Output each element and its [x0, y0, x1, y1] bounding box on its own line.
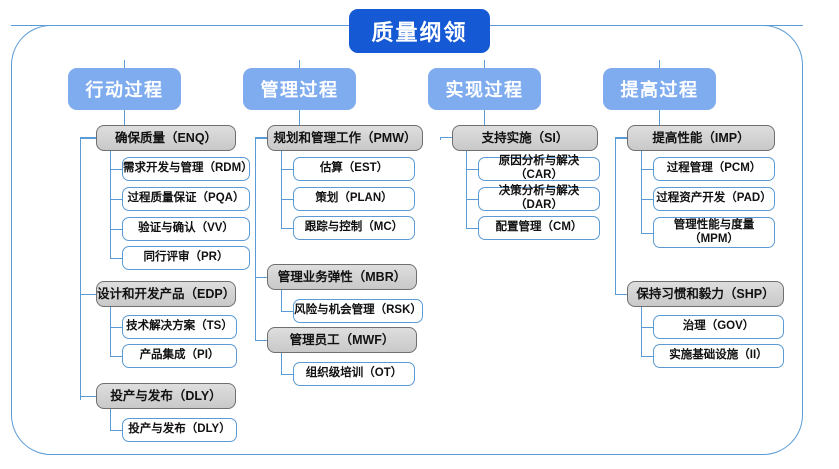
leaf-mc[interactable]: 跟踪与控制（MC）: [293, 216, 415, 240]
group-box-imp[interactable]: 提高性能（IMP）: [627, 125, 775, 151]
column-header-4[interactable]: 提高过程: [603, 68, 716, 110]
leaf-pcm[interactable]: 过程管理（PCM）: [653, 157, 775, 181]
group-box-shp[interactable]: 保持习惯和毅力（SHP）: [627, 281, 784, 307]
col1-g1-sub-spine: [110, 151, 112, 258]
col1-branch-g2: [80, 294, 96, 296]
leaf-est[interactable]: 估算（EST）: [293, 157, 415, 181]
col1-branch-g3: [80, 396, 96, 398]
col2-branch-g1: [255, 138, 267, 140]
col2-g3-sub-spine: [281, 353, 283, 375]
col3-g1-sub-spine: [466, 151, 468, 229]
col1-spine: [80, 138, 82, 400]
col3-spine: [440, 137, 442, 140]
leaf-rdm[interactable]: 需求开发与管理（RDM）: [122, 157, 253, 181]
col3-g1-sub-1: [466, 169, 478, 171]
group-box-mwf[interactable]: 管理员工（MWF）: [267, 327, 417, 353]
col1-g1-sub-3: [110, 229, 122, 231]
leaf-mpm[interactable]: 管理性能与度量（MPM）: [653, 217, 775, 248]
leaf-pqa[interactable]: 过程质量保证（PQA）: [122, 187, 250, 211]
leaf-pi[interactable]: 产品集成（PI）: [122, 344, 237, 368]
col1-branch-g1: [80, 138, 96, 140]
col4-g2-sub-2: [641, 356, 653, 358]
col4-spine: [615, 137, 617, 295]
col2-branch-g3: [255, 340, 267, 342]
leaf-dly[interactable]: 投产与发布（DLY）: [122, 418, 237, 442]
col1-g3-sub-1: [110, 430, 122, 432]
leaf-car[interactable]: 原因分析与解决（CAR）: [478, 155, 600, 181]
column-header-2[interactable]: 管理过程: [243, 68, 356, 110]
leaf-vv[interactable]: 验证与确认（VV）: [122, 217, 250, 241]
col3-g1-sub-3: [466, 228, 478, 230]
col2-spine: [255, 137, 257, 341]
col1-g2-sub-2: [110, 356, 122, 358]
leaf-pad[interactable]: 过程资产开发（PAD）: [653, 187, 775, 211]
leaf-ii[interactable]: 实施基础设施（II）: [653, 344, 784, 368]
col3-g1-sub-2: [466, 199, 478, 201]
col1-g1-sub-2: [110, 199, 122, 201]
leaf-ts[interactable]: 技术解决方案（TS）: [122, 315, 237, 339]
group-box-pmw[interactable]: 规划和管理工作（PMW）: [267, 125, 423, 151]
leaf-pr[interactable]: 同行评审（PR）: [122, 246, 250, 270]
col2-g3-sub-1: [281, 374, 293, 376]
col4-branch-g1: [615, 138, 627, 140]
root-title: 质量纲领: [349, 9, 490, 53]
leaf-ot[interactable]: 组织级培训（OT）: [293, 362, 415, 386]
col4-g1-sub-spine: [641, 151, 643, 234]
group-box-dly[interactable]: 投产与发布（DLY）: [96, 383, 236, 409]
col1-g1-sub-4: [110, 258, 122, 260]
col4-g2-sub-1: [641, 327, 653, 329]
col1-g2-sub-1: [110, 327, 122, 329]
col2-branch-g2: [255, 277, 267, 279]
leaf-plan[interactable]: 策划（PLAN）: [293, 187, 415, 211]
group-box-si[interactable]: 支持实施（SI）: [452, 125, 598, 151]
col4-g1-sub-3: [641, 233, 653, 235]
group-box-enq[interactable]: 确保质量（ENQ）: [96, 125, 236, 151]
col4-g2-sub-spine: [641, 307, 643, 357]
root-trunk-left: [11, 25, 351, 27]
col1-g1-sub-1: [110, 169, 122, 171]
leaf-cm[interactable]: 配置管理（CM）: [478, 216, 600, 240]
column-header-3[interactable]: 实现过程: [428, 68, 541, 110]
col2-g1-sub-2: [281, 199, 293, 201]
leaf-gov[interactable]: 治理（GOV）: [653, 315, 784, 339]
col4-g1-sub-2: [641, 199, 653, 201]
col1-g2-sub-spine: [110, 307, 112, 357]
leaf-dar[interactable]: 决策分析与解决（DAR）: [478, 185, 600, 211]
group-box-edp[interactable]: 设计和开发产品（EDP）: [96, 281, 236, 307]
col4-g1-sub-1: [641, 169, 653, 171]
col2-g2-sub-1: [281, 311, 293, 313]
col2-g1-sub-spine: [281, 151, 283, 229]
group-box-mbr[interactable]: 管理业务弹性（MBR）: [267, 264, 417, 290]
col2-g2-sub-spine: [281, 290, 283, 312]
col2-g1-sub-1: [281, 169, 293, 171]
col2-g1-sub-3: [281, 228, 293, 230]
col4-branch-g2: [615, 294, 627, 296]
root-trunk-right: [489, 25, 803, 27]
column-header-1[interactable]: 行动过程: [68, 68, 181, 110]
col1-g3-sub-spine: [110, 409, 112, 431]
leaf-rsk[interactable]: 风险与机会管理（RSK）: [293, 299, 423, 323]
